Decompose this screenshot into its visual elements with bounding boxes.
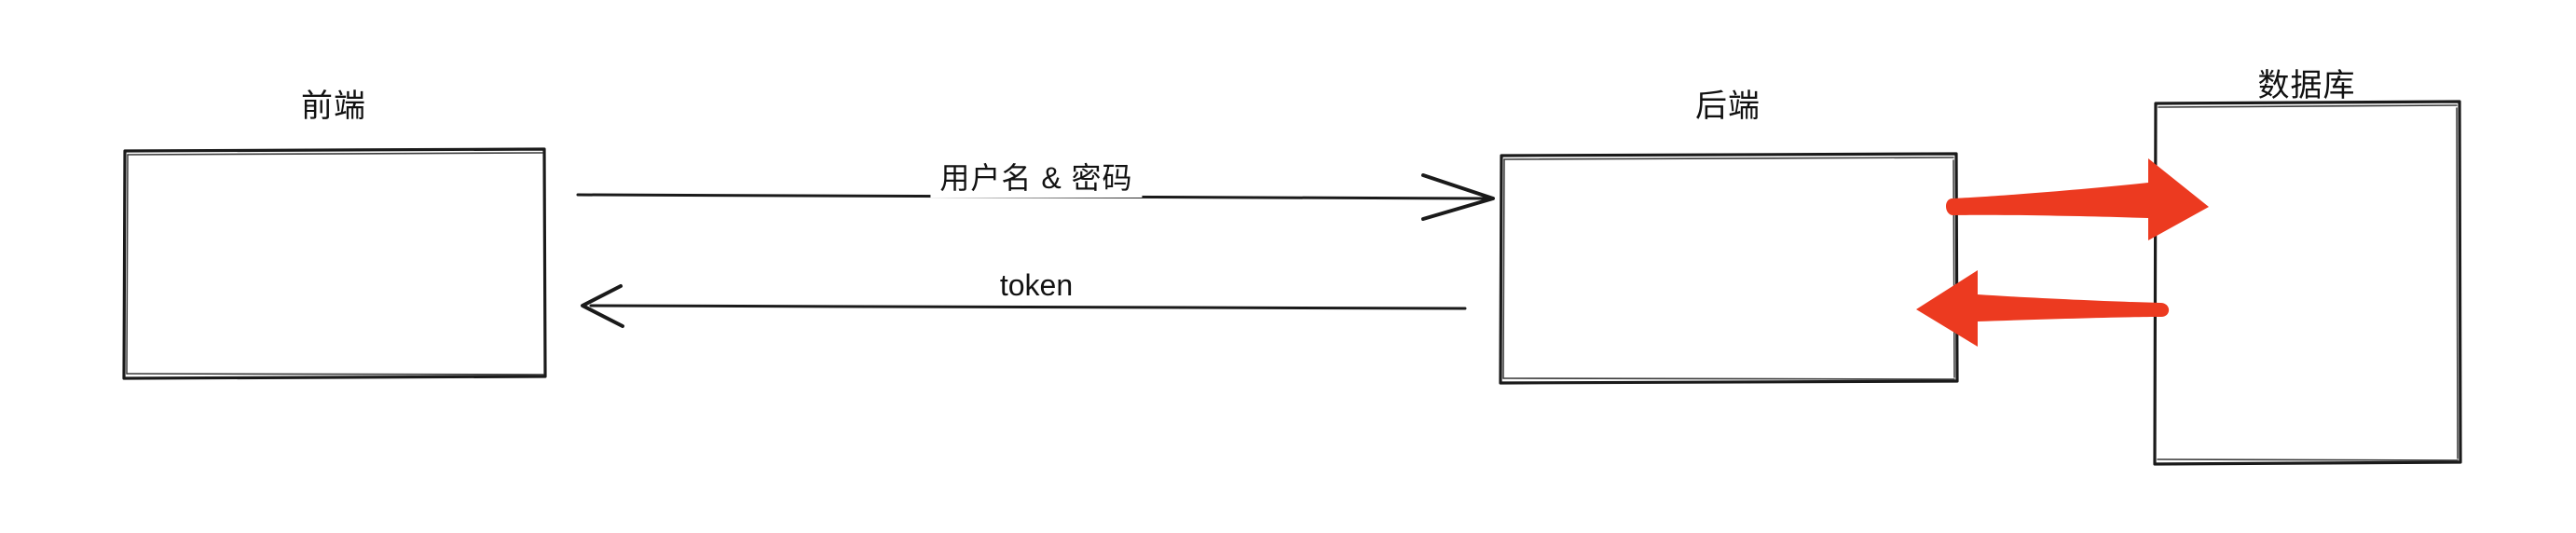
node-frontend-shape[interactable] <box>122 147 547 380</box>
node-label-database: 数据库 <box>2257 68 2356 103</box>
edge-db-result[interactable] <box>1916 270 2170 347</box>
edge-label-credentials: 用户名 & 密码 <box>930 155 1143 198</box>
node-label-backend: 后端 <box>1695 89 1761 124</box>
edge-token[interactable] <box>581 284 1467 328</box>
edge-label-token: token <box>990 268 1083 303</box>
node-label-frontend: 前端 <box>301 89 366 124</box>
edge-db-query[interactable] <box>1945 158 2209 240</box>
node-backend-shape[interactable] <box>1499 152 1959 385</box>
node-database-shape[interactable] <box>2153 100 2462 466</box>
